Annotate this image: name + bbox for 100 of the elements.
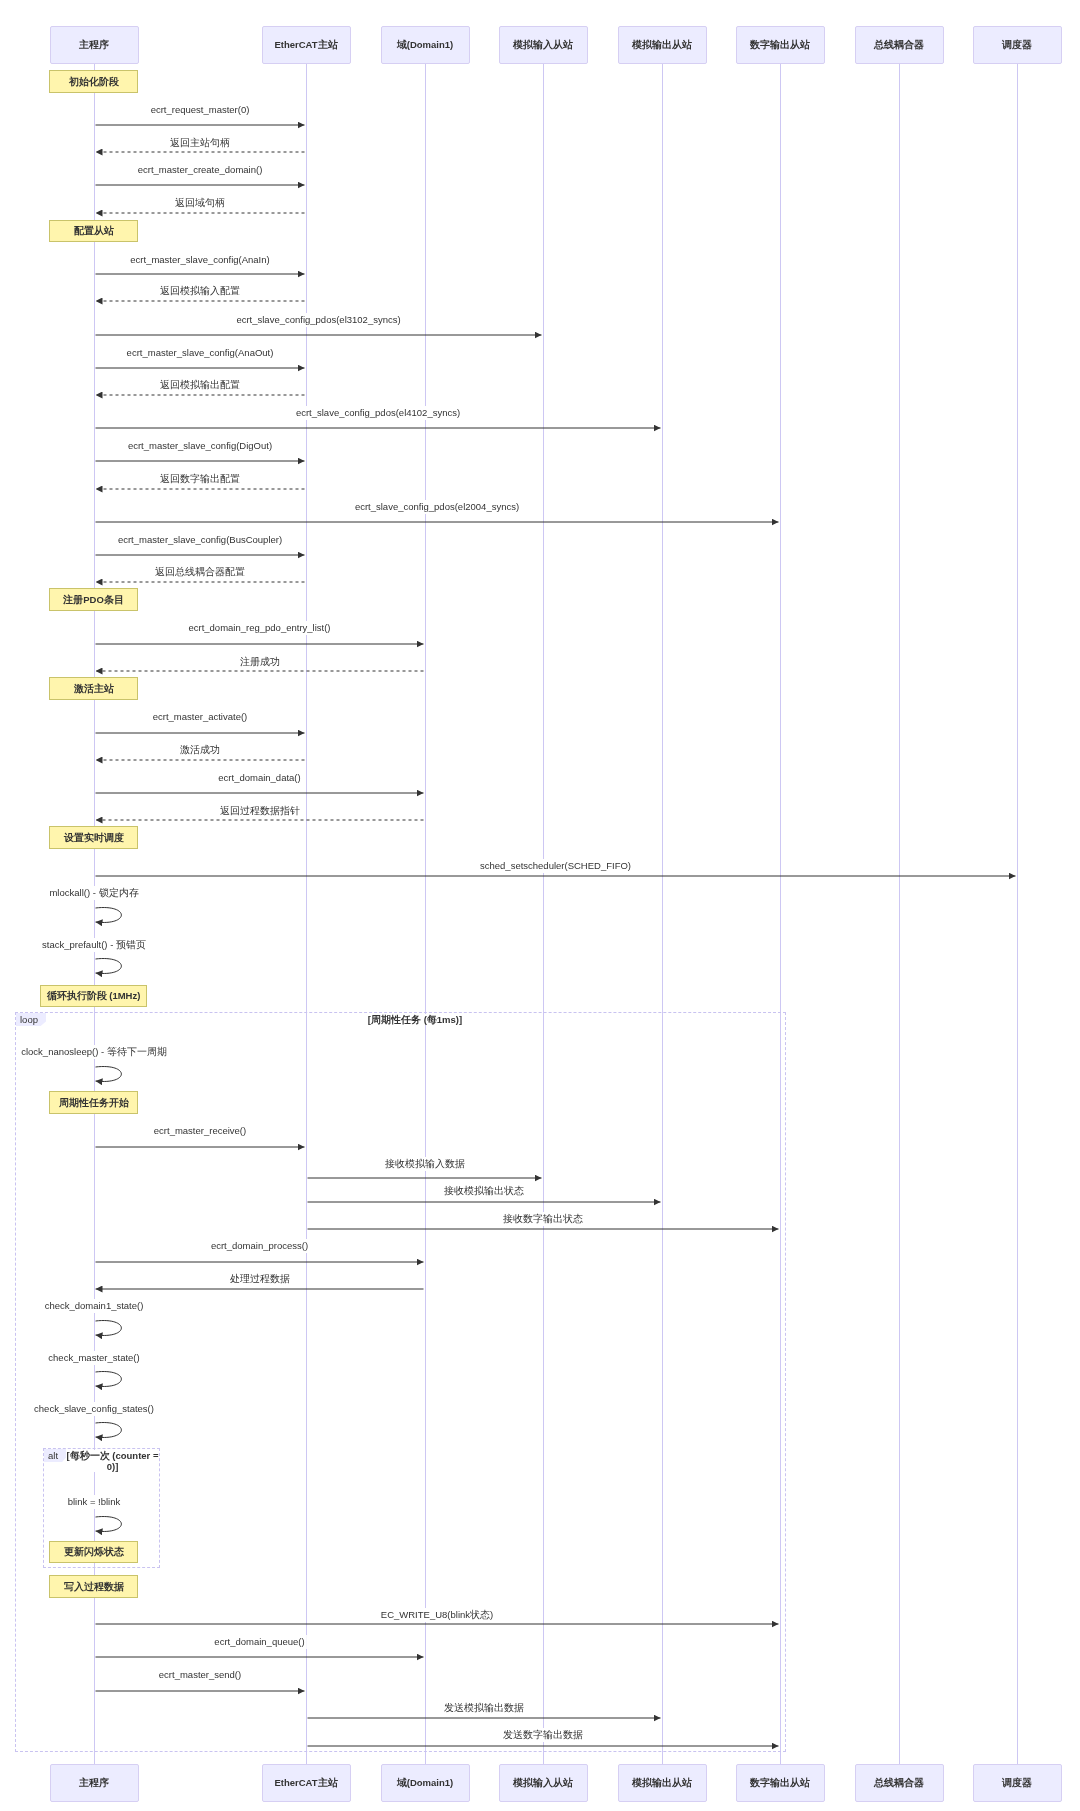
message-arrow — [95, 1285, 424, 1293]
message-label: 返回模拟输出配置 — [158, 378, 242, 392]
guard-label: [每秒一次 (counter = 0)] — [66, 1450, 159, 1472]
message-label: ecrt_request_master(0) — [148, 103, 252, 117]
lifeline — [1015, 64, 1019, 1764]
message-label: 接收模拟输入数据 — [382, 1157, 467, 1171]
message-label: ecrt_master_slave_config(AnaIn) — [128, 253, 272, 267]
message-arrow — [95, 729, 305, 737]
message-label: ecrt_master_create_domain() — [135, 163, 265, 177]
message-arrow — [307, 1225, 779, 1233]
message-label: check_master_state() — [46, 1351, 142, 1365]
message-label: 发送数字输出数据 — [501, 1728, 585, 1742]
participant-box: 数字输出从站 — [735, 26, 825, 64]
message-label: 返回数字输出配置 — [158, 472, 242, 486]
note-box: 注册PDO条目 — [49, 588, 138, 611]
message-arrow — [307, 1174, 542, 1182]
participant-box: 主程序 — [49, 26, 139, 64]
message-label: 发送模拟输出数据 — [442, 1701, 526, 1715]
message-arrow — [307, 1198, 661, 1206]
message-label: ecrt_domain_queue() — [212, 1635, 307, 1649]
self-message-arrow — [95, 958, 122, 977]
message-arrow — [307, 1742, 779, 1750]
note-box: 更新闪烁状态 — [49, 1541, 138, 1563]
message-label: 接收数字输出状态 — [501, 1212, 585, 1226]
dashed-arrow — [95, 391, 305, 399]
self-message-arrow — [95, 907, 122, 926]
message-label: ecrt_master_send() — [156, 1668, 244, 1682]
note-box: 写入过程数据 — [49, 1575, 138, 1598]
note-box: 配置从站 — [49, 220, 138, 242]
guard-label: [周期性任务 (每1ms)] — [365, 1014, 465, 1025]
participant-box: 模拟输入从站 — [498, 1764, 588, 1802]
note-box: 设置实时调度 — [49, 826, 138, 849]
message-arrow — [95, 121, 305, 129]
note-box: 初始化阶段 — [49, 70, 138, 93]
participant-box: 模拟输入从站 — [498, 26, 588, 64]
message-label: ecrt_master_activate() — [150, 710, 250, 724]
message-arrow — [95, 457, 305, 465]
self-message-arrow — [95, 1516, 122, 1535]
note-box: 激活主站 — [49, 677, 138, 700]
dashed-arrow — [95, 148, 305, 156]
message-arrow — [95, 1620, 779, 1628]
participant-box: 模拟输出从站 — [617, 1764, 707, 1802]
message-label: ecrt_master_slave_config(BusCoupler) — [115, 533, 285, 547]
message-label: 返回总线耦合器配置 — [153, 565, 247, 579]
message-label: 返回主站句柄 — [168, 136, 232, 150]
message-label: ecrt_slave_config_pdos(el2004_syncs) — [352, 500, 522, 514]
message-label: ecrt_slave_config_pdos(el4102_syncs) — [293, 406, 463, 420]
message-label: ecrt_slave_config_pdos(el3102_syncs) — [234, 313, 403, 327]
message-arrow — [95, 364, 305, 372]
message-arrow — [95, 424, 661, 432]
message-label: ecrt_master_slave_config(DigOut) — [125, 439, 275, 453]
message-arrow — [95, 872, 1016, 880]
message-arrow — [95, 518, 779, 526]
participant-box: 域(Domain1) — [380, 1764, 470, 1802]
message-arrow — [95, 1687, 305, 1695]
message-arrow — [95, 1143, 305, 1151]
message-label: ecrt_domain_reg_pdo_entry_list() — [186, 621, 333, 635]
message-label: 接收模拟输出状态 — [442, 1184, 526, 1198]
dashed-arrow — [95, 756, 305, 764]
note-box: 周期性任务开始 — [49, 1091, 138, 1114]
message-label: EC_WRITE_U8(blink状态) — [378, 1608, 496, 1622]
message-arrow — [95, 1653, 424, 1661]
message-arrow — [95, 789, 424, 797]
message-label: stack_prefault() - 预错页 — [40, 938, 148, 952]
message-label: ecrt_domain_process() — [208, 1239, 311, 1253]
participant-box: 域(Domain1) — [380, 26, 470, 64]
lifeline — [778, 64, 782, 1764]
operator-tag: alt — [44, 1449, 66, 1462]
message-arrow — [95, 331, 542, 339]
message-arrow — [95, 1258, 424, 1266]
message-arrow — [95, 181, 305, 189]
self-message-arrow — [95, 1320, 122, 1339]
dashed-arrow — [95, 485, 305, 493]
message-label: sched_setscheduler(SCHED_FIFO) — [478, 859, 633, 873]
note-box: 循环执行阶段 (1MHz) — [40, 985, 147, 1007]
operator-tag: loop — [16, 1013, 46, 1026]
message-label: 返回域句柄 — [173, 196, 227, 210]
message-label: 处理过程数据 — [227, 1272, 292, 1286]
dashed-arrow — [95, 816, 424, 824]
dashed-arrow — [95, 667, 424, 675]
dashed-arrow — [95, 578, 305, 586]
message-label: blink = !blink — [65, 1495, 123, 1509]
dashed-arrow — [95, 209, 305, 217]
message-label: clock_nanosleep() - 等待下一周期 — [19, 1045, 169, 1059]
participant-box: 模拟输出从站 — [617, 26, 707, 64]
message-label: check_domain1_state() — [42, 1299, 146, 1313]
participant-box: 数字输出从站 — [735, 1764, 825, 1802]
participant-box: 主程序 — [49, 1764, 139, 1802]
message-arrow — [307, 1714, 661, 1722]
self-message-arrow — [95, 1422, 122, 1441]
message-label: 返回过程数据指针 — [217, 804, 302, 818]
message-arrow — [95, 270, 305, 278]
message-label: ecrt_domain_data() — [216, 771, 303, 785]
dashed-arrow — [95, 297, 305, 305]
message-label: 激活成功 — [178, 743, 222, 757]
lifeline — [897, 64, 901, 1764]
participant-box: 调度器 — [972, 1764, 1062, 1802]
self-message-arrow — [95, 1371, 122, 1390]
message-arrow — [95, 640, 424, 648]
participant-box: 总线耦合器 — [854, 1764, 944, 1802]
